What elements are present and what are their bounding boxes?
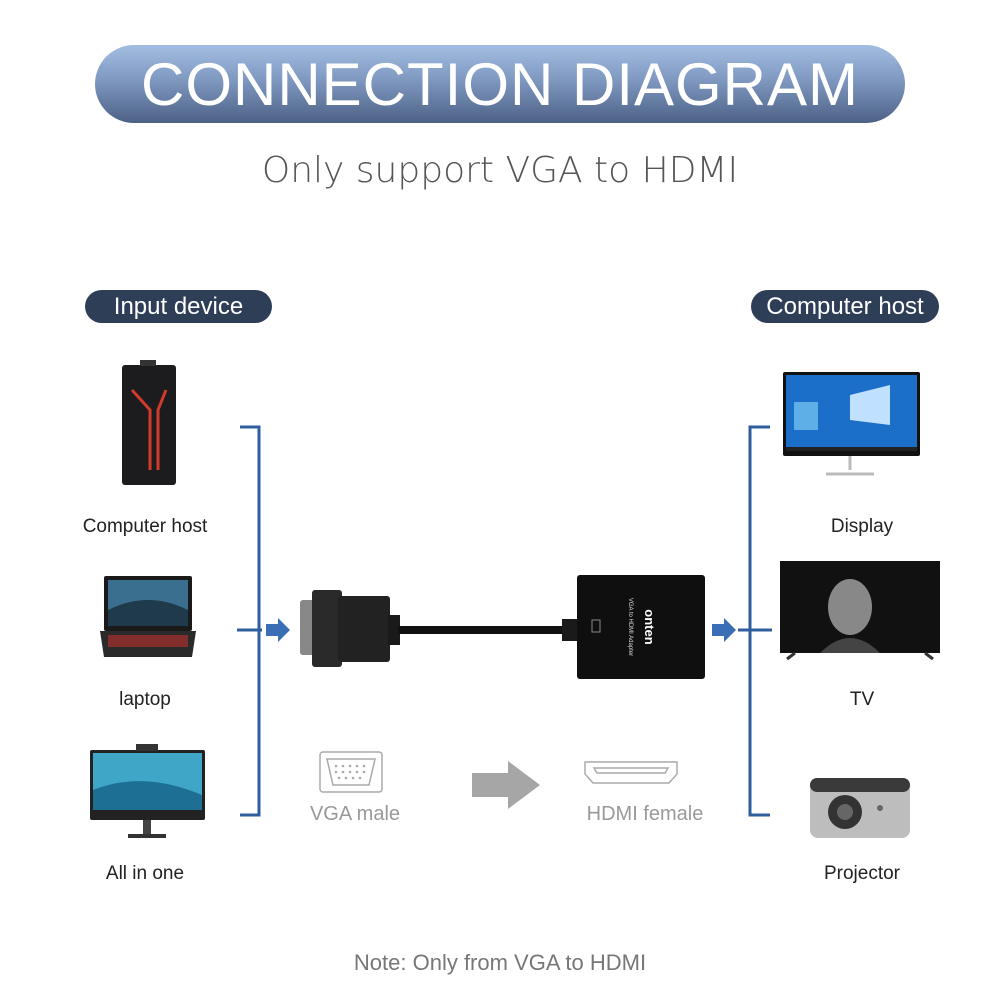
title-banner: CONNECTION DIAGRAM [95,45,905,123]
projector-icon [810,778,910,838]
input-bracket [237,425,262,817]
tv-icon [780,561,940,661]
device-label-display: Display [830,516,894,537]
hdmi-female-label: HDMI female [586,803,704,825]
input-arrow-icon [266,618,290,642]
adapter-model-text: VGA to HDMI Adapter [627,598,633,656]
vga-pins [334,764,366,780]
device-label-projector: Projector [823,863,901,884]
output-bracket [738,425,772,817]
all-in-one-pc-icon [90,744,205,838]
conversion-arrow-icon [472,761,540,809]
vga-to-hdmi-adapter [300,575,705,679]
vga-port-icon [319,751,383,793]
output-device-heading: Computer host [751,290,939,323]
subtitle: Only support VGA to HDMI [261,150,739,191]
input-device-heading: Input device [85,290,272,323]
device-label-tv: TV [849,689,875,710]
desktop-tower-icon [122,360,176,485]
device-label-all-in-one: All in one [105,863,185,884]
vga-male-label: VGA male [309,803,401,825]
laptop-icon [100,576,196,657]
device-label-computer-host: Computer host [82,516,208,537]
adapter-brand: onten [642,609,657,644]
output-arrow-icon [712,618,736,642]
monitor-icon [783,372,920,476]
footer-note: Note: Only from VGA to HDMI [353,950,647,975]
hdmi-port-icon [584,761,678,784]
device-label-laptop: laptop [119,689,171,710]
title-text: CONNECTION DIAGRAM [140,50,860,118]
